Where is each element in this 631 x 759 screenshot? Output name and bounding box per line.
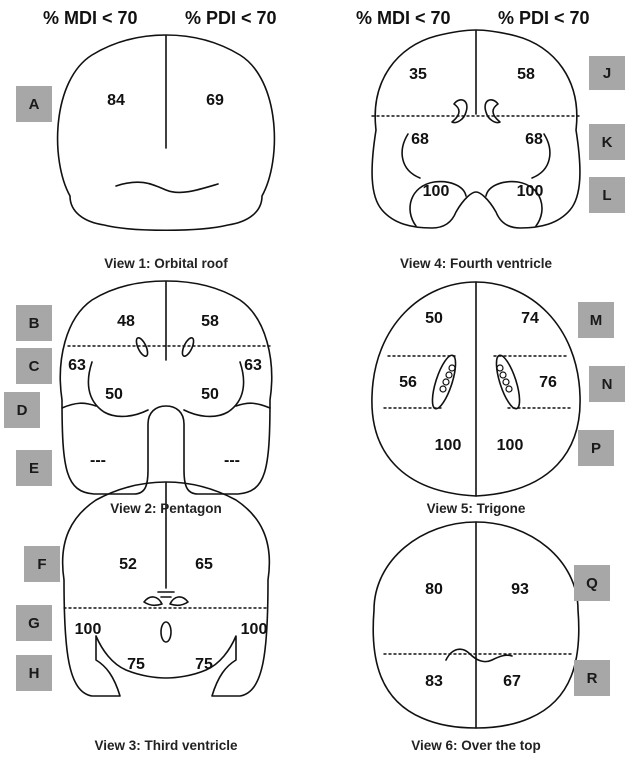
view-2-value-1: 48: [117, 313, 135, 331]
view-5-value-1: 50: [425, 310, 443, 328]
view-2-value-5: 50: [105, 386, 123, 404]
view-3-right-ventricle-horn: [170, 597, 188, 605]
badge-h: H: [16, 655, 52, 691]
view-5-value-4: 76: [539, 374, 557, 392]
view-6-value-3: 83: [425, 673, 443, 691]
view-6-wave: [446, 649, 512, 661]
header-mdi-left: % MDI < 70: [43, 8, 138, 29]
view-1-value-pdi: 69: [206, 92, 224, 110]
view-3-value-3: 100: [75, 621, 102, 639]
view-2-right-fissure: [236, 403, 270, 408]
view-3-value-2: 65: [195, 556, 213, 574]
view-4-value-3: 68: [411, 131, 429, 149]
badge-k: K: [589, 124, 625, 160]
view-4-left-horn: [452, 100, 467, 123]
view-5-value-2: 74: [521, 310, 539, 328]
view-5-value-6: 100: [497, 437, 524, 455]
view-4-drawing: [372, 30, 580, 228]
view-5-caption: View 5: Trigone: [427, 501, 526, 516]
badge-f: F: [24, 546, 60, 582]
view-3-third-ventricle: [161, 622, 171, 642]
view-2-right-ventricle: [180, 336, 196, 358]
view-5-right-trigone: [492, 353, 525, 411]
view-1-value-mdi: 84: [107, 92, 125, 110]
badge-j: J: [589, 56, 625, 90]
view-6-value-1: 80: [425, 581, 443, 599]
view-2-value-3: 63: [68, 357, 86, 375]
view-3-value-1: 52: [119, 556, 137, 574]
view-6-drawing: [373, 522, 579, 728]
badge-a: A: [16, 86, 52, 122]
view-3-value-6: 75: [195, 656, 213, 674]
view-2-value-6: 50: [201, 386, 219, 404]
badge-g: G: [16, 605, 52, 641]
view-3-value-5: 75: [127, 656, 145, 674]
badge-r: R: [574, 660, 610, 696]
view-2-left-fissure: [62, 403, 96, 408]
view-6-caption: View 6: Over the top: [411, 738, 541, 753]
view-4-value-5: 100: [423, 183, 450, 201]
view-5-value-5: 100: [435, 437, 462, 455]
badge-e: E: [16, 450, 52, 486]
badge-l: L: [589, 177, 625, 213]
header-pdi-right: % PDI < 70: [498, 8, 590, 29]
badge-n: N: [589, 366, 625, 402]
view-1-orbital-curve: [116, 182, 218, 192]
view-6-value-4: 67: [503, 673, 521, 691]
badge-q: Q: [574, 565, 610, 601]
view-3-caption: View 3: Third ventricle: [94, 738, 237, 753]
view-1-drawing: [58, 35, 275, 230]
header-pdi-left: % PDI < 70: [185, 8, 277, 29]
view-4-value-4: 68: [525, 131, 543, 149]
view-5-value-3: 56: [399, 374, 417, 392]
view-3-left-ventricle-horn: [144, 597, 162, 605]
view-2-value-7: ---: [90, 452, 106, 470]
header-mdi-right: % MDI < 70: [356, 8, 451, 29]
view-2-value-8: ---: [224, 452, 240, 470]
view-6-value-2: 93: [511, 581, 529, 599]
badge-c: C: [16, 348, 52, 384]
badge-m: M: [578, 302, 614, 338]
view-4-value-6: 100: [517, 183, 544, 201]
view-4-value-2: 58: [517, 66, 535, 84]
view-2-caption: View 2: Pentagon: [110, 501, 222, 516]
view-4-right-horn: [485, 100, 500, 123]
view-2-value-4: 63: [244, 357, 262, 375]
view-2-value-2: 58: [201, 313, 219, 331]
badge-b: B: [16, 305, 52, 341]
view-4-value-1: 35: [409, 66, 427, 84]
view-5-left-trigone: [428, 353, 461, 411]
view-1-caption: View 1: Orbital roof: [104, 256, 228, 271]
view-2-left-ventricle: [134, 336, 150, 358]
view-3-value-4: 100: [241, 621, 268, 639]
badge-p: P: [578, 430, 614, 466]
view-4-caption: View 4: Fourth ventricle: [400, 256, 552, 271]
badge-d: D: [4, 392, 40, 428]
